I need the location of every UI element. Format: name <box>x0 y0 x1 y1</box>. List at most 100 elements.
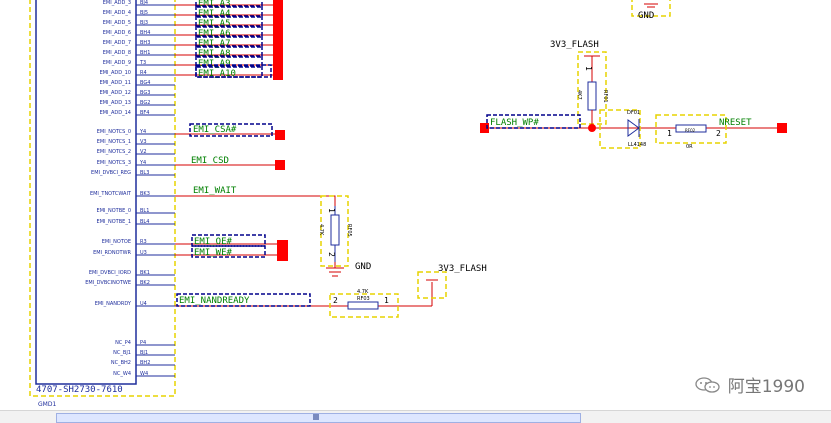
pin-name: NC_BJ1 <box>113 350 131 356</box>
pin-name: EMI_RDNOTWR <box>93 250 131 256</box>
pin-name: EMI_NOTBE_1 <box>97 219 131 225</box>
pin-number: BH2 <box>140 360 150 366</box>
chip-body <box>35 0 137 385</box>
pin-number: BF4 <box>140 110 150 116</box>
resistor-rf01-value: 4K7 <box>576 90 582 100</box>
diode-frame <box>599 109 641 149</box>
address-net-label: EMI_A10 <box>198 69 236 79</box>
resistor-wait-value: 4.7K <box>318 224 324 236</box>
pin-name: EMI_DVBCI_IORD <box>89 270 131 276</box>
address-net-label: EMI_A5 <box>198 19 231 29</box>
address-net-label: EMI_A6 <box>198 29 231 39</box>
pin-number: V2 <box>140 149 147 155</box>
pin-number: W4 <box>140 371 148 377</box>
pin-name: EMI_ADD_14 <box>100 110 131 116</box>
pin-number: BK2 <box>140 280 150 286</box>
address-label-frame <box>195 15 263 28</box>
pin-number: R4 <box>140 70 147 76</box>
pin-number: U3 <box>140 250 147 256</box>
resistor-rf01-body <box>587 81 597 111</box>
junction-dot <box>588 124 596 132</box>
diode-symbol <box>627 119 640 137</box>
pin-name: EMI_NOTCS_0 <box>97 129 131 135</box>
scrollbar-thumb[interactable] <box>313 414 319 420</box>
gnd-label: GND <box>355 262 371 272</box>
net-label-nreset: NRESET <box>719 118 752 128</box>
pin-number: BL4 <box>140 219 149 225</box>
pin-number: BJ1 <box>140 350 148 356</box>
pin-name: EMI_ADD_13 <box>100 100 131 106</box>
chip-dashed-frame <box>29 0 176 397</box>
pin-number: R3 <box>140 239 147 245</box>
pin-number: BJ4 <box>140 0 148 6</box>
pin-number: BG4 <box>140 80 150 86</box>
pin-name: EMI_ADD_9 <box>103 60 131 66</box>
pin-name: EMI_ADD_6 <box>103 30 131 36</box>
pin-name: EMI_NOTCS_1 <box>97 139 131 145</box>
net-port-csd <box>275 160 285 170</box>
pin-number: Y4 <box>139 160 146 166</box>
power-flash-top: 3V3_FLASH <box>550 40 599 50</box>
pin-number: BH4 <box>140 30 150 36</box>
resistor-rf02-pin1: 1 <box>667 129 672 138</box>
address-label-frame <box>195 45 263 58</box>
pin-number: U4 <box>140 301 147 307</box>
pin-name: NC_BH2 <box>111 360 131 366</box>
pin-name: EMI_DVBCI_REG <box>91 170 131 176</box>
address-label-frame <box>195 35 263 48</box>
net-label-nandready: EMI_NANDREADY <box>179 296 250 306</box>
resistor-rf01-ref: RF01 <box>602 90 608 103</box>
pin-number: Y4 <box>139 129 146 135</box>
resistor-rf03-pin2: 2 <box>333 296 338 305</box>
address-label-frame <box>195 25 263 38</box>
pin-name: EMI_NOTCS_2 <box>97 149 131 155</box>
pin-name: EMI_NANDRDY <box>95 301 132 307</box>
diode-part: LL4148 <box>628 142 646 148</box>
pin-name: EMI_ADD_11 <box>100 80 131 86</box>
pin-name: EMI_ADD_12 <box>100 90 131 96</box>
pin-number: BG2 <box>140 100 150 106</box>
address-label-frame <box>195 0 263 8</box>
horizontal-scrollbar[interactable] <box>0 410 831 423</box>
pin-number: BH1 <box>140 50 150 56</box>
net-port-csa <box>275 130 285 140</box>
pin-number: BK3 <box>140 191 150 197</box>
address-net-label: EMI_A9 <box>198 59 231 69</box>
chip-name: 4707-SH2730-7610 <box>36 385 123 395</box>
resistor-wait-pin2: 2 <box>327 252 336 257</box>
net-port-nreset <box>777 123 787 133</box>
address-net-label: EMI_A7 <box>198 39 231 49</box>
net-label-wait: EMI_WAIT <box>193 186 237 196</box>
pin-name: EMI_ADD_8 <box>103 50 131 56</box>
resistor-wait-pin1: 1 <box>327 208 336 213</box>
pin-name: EMI_ADD_10 <box>100 70 131 76</box>
pin-number: P4 <box>140 340 146 346</box>
resistor-rf02-body <box>675 124 707 133</box>
pin-number: V3 <box>140 139 147 145</box>
pin-number: T3 <box>139 60 146 66</box>
pin-name: EMI_ADD_3 <box>103 0 131 6</box>
net-label-frame-csa <box>189 123 273 137</box>
pin-name: NC_P4 <box>115 340 131 346</box>
gnd-symbol <box>326 267 344 277</box>
wechat-icon <box>695 376 720 393</box>
pin-name: EMI_DVBCINOTWE <box>85 280 131 286</box>
gnd-top-frame <box>631 0 671 17</box>
resistor-rf03-value: 4.7K <box>357 289 369 295</box>
resistor-rf02-ref: RF02 <box>685 128 696 133</box>
net-label-we: EMI_WE# <box>194 248 233 258</box>
pin-name: NC_W4 <box>113 371 131 377</box>
watermark-text: 阿宝1990 <box>727 377 805 397</box>
resistor-rf02-pin2: 2 <box>716 129 721 138</box>
address-net-label: EMI_A8 <box>198 49 231 59</box>
net-label-frame-we <box>191 245 266 258</box>
net-port-oe-we <box>277 240 288 261</box>
pin-name: EMI_NOTCS_3 <box>97 160 131 166</box>
pin-number: BJ5 <box>140 10 148 16</box>
pin-name: EMI_ADD_7 <box>103 40 131 46</box>
net-label-frame-nand <box>176 293 311 307</box>
address-label-frame <box>195 55 263 68</box>
resistor-rf01-pin1: 1 <box>584 66 593 71</box>
